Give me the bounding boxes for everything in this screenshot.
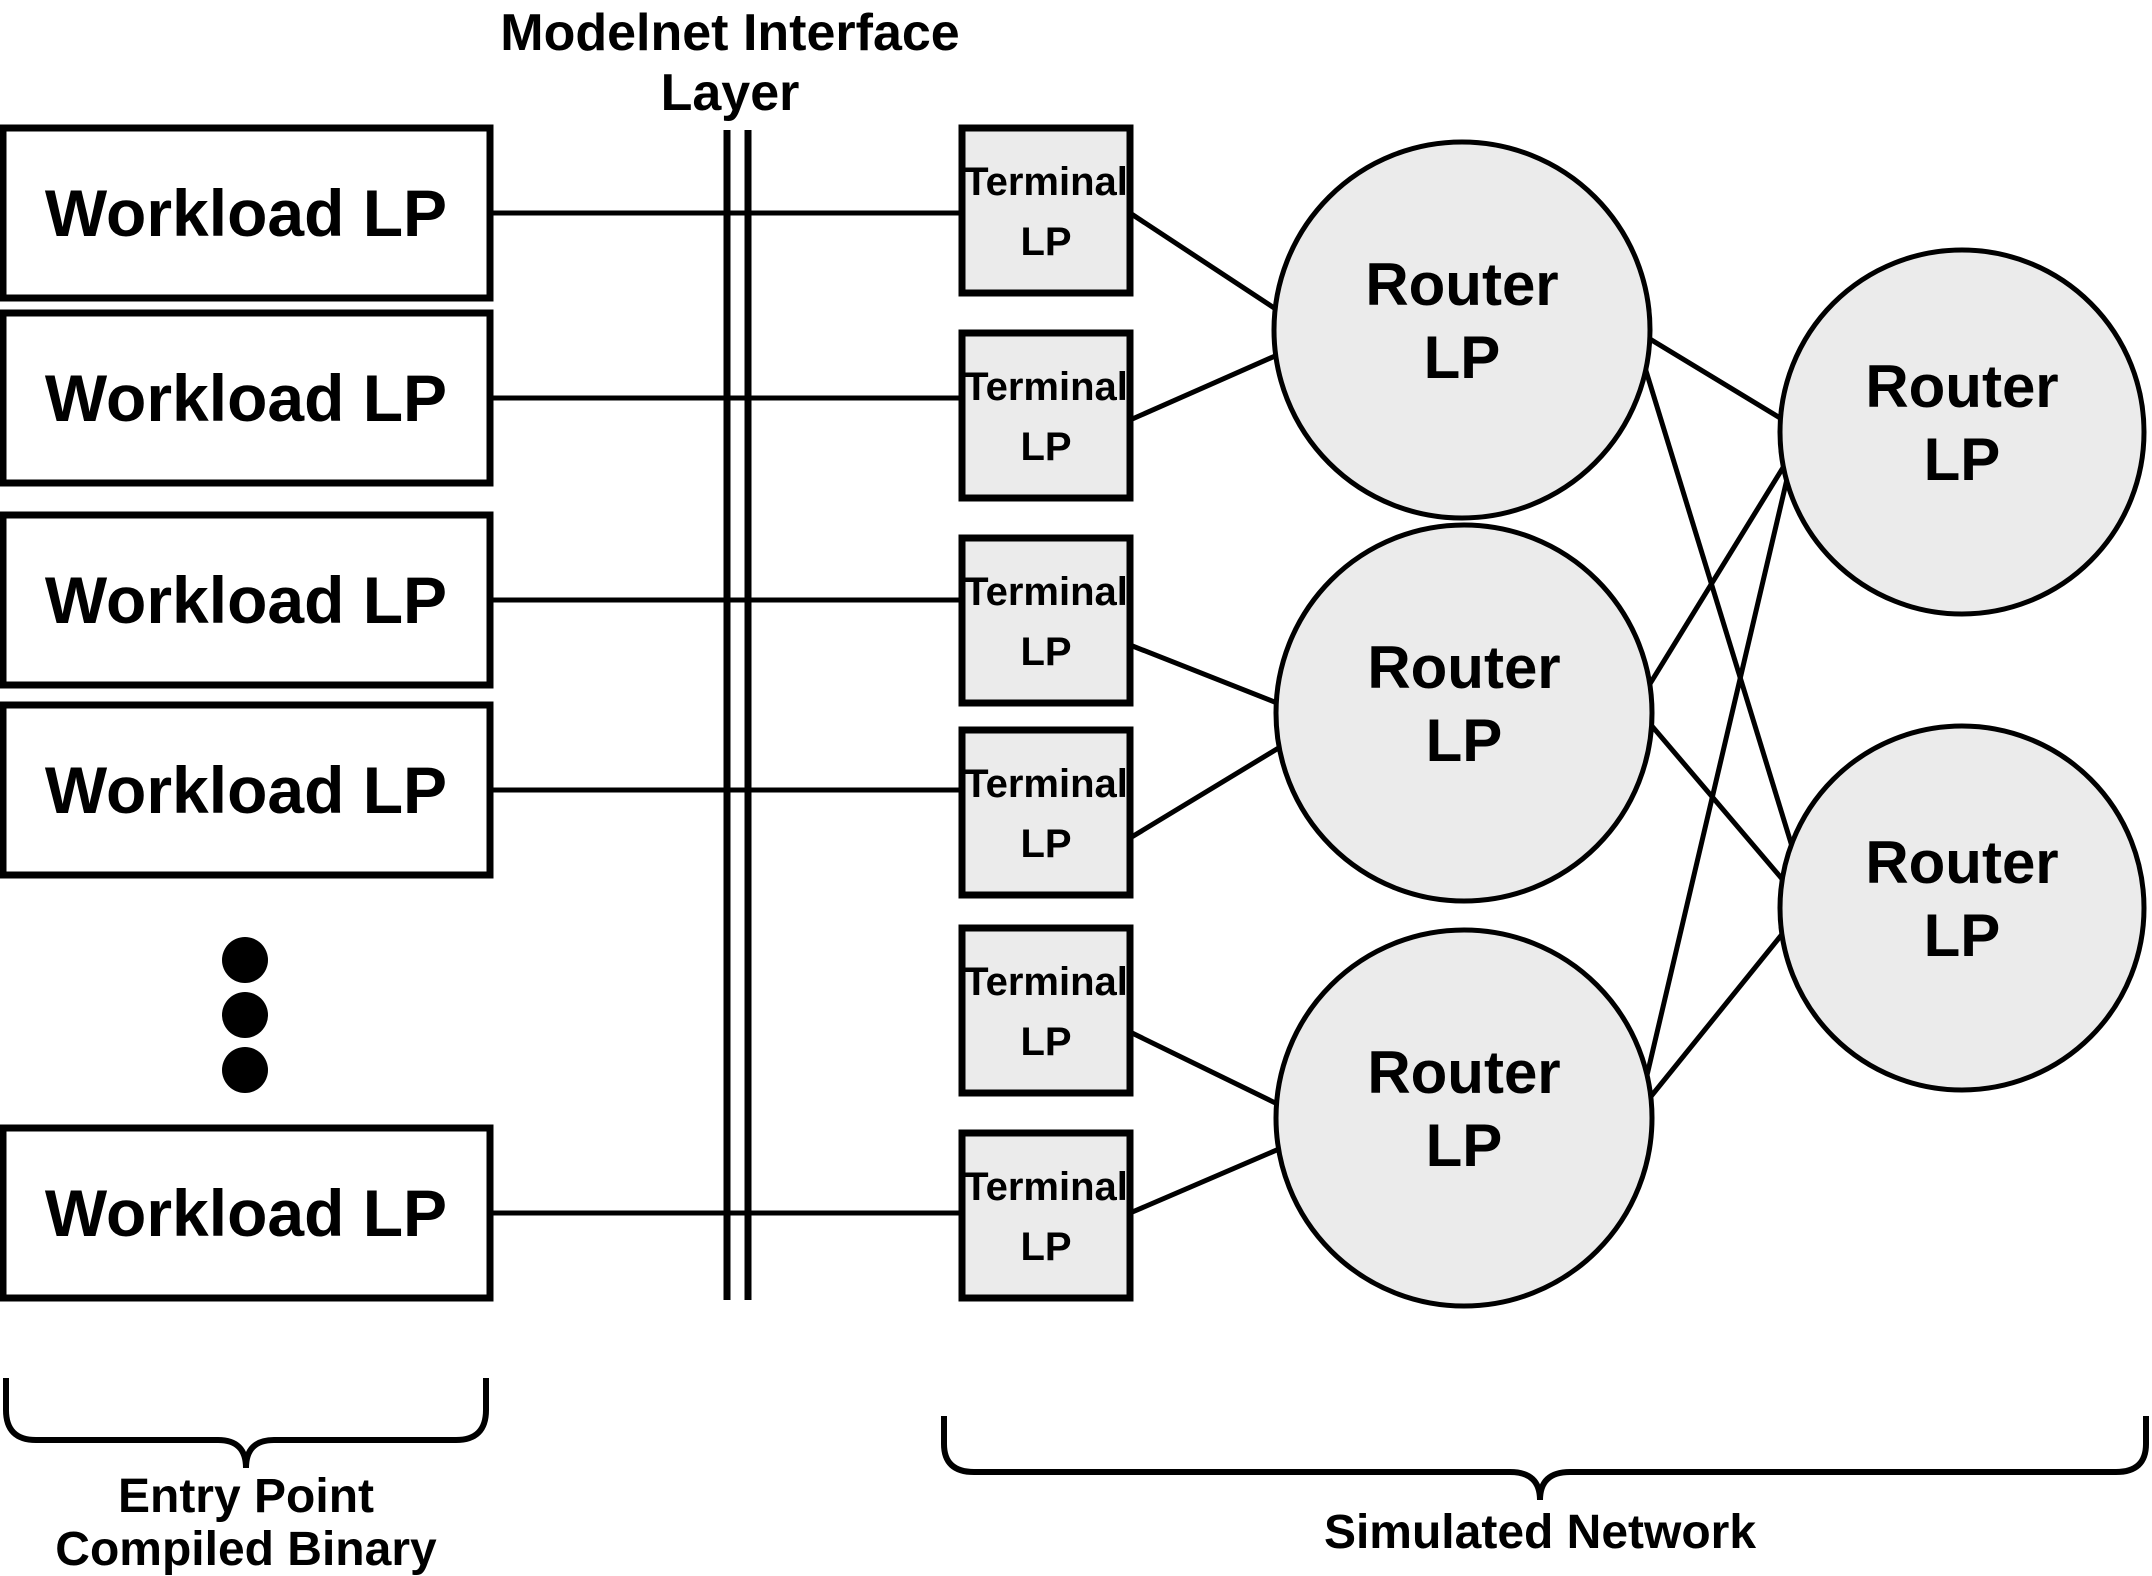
terminal-router-links xyxy=(1128,210,1302,1216)
workload-lp-label-2: Workload LP xyxy=(45,361,447,435)
interface-layer-title-line1: Modelnet Interface xyxy=(500,4,959,62)
terminal-lp-label-3-line2: LP xyxy=(1020,630,1071,674)
terminal-lp-box-3[interactable] xyxy=(958,534,1134,707)
terminal-lp-label-4-line1: Terminal xyxy=(964,762,1128,806)
workload-lp-label-4: Workload LP xyxy=(45,753,447,827)
workload-lp-group: Workload LP Workload LP Workload LP Work… xyxy=(0,124,494,1302)
router-lp-left-circle-3[interactable] xyxy=(1273,927,1655,1309)
link-routerL2-routerR2 xyxy=(1638,710,1802,902)
terminal-lp-node-5[interactable]: Terminal LP xyxy=(958,924,1134,1097)
link-terminal3-router2 xyxy=(1129,642,1301,715)
router-lp-right-circle-1[interactable] xyxy=(1777,247,2147,617)
terminal-lp-node-3[interactable]: Terminal LP xyxy=(958,534,1134,707)
ellipsis-dot-1 xyxy=(222,937,268,983)
terminal-lp-node-2[interactable]: Terminal LP xyxy=(958,329,1134,502)
router-lp-right-label-2-line1: Router xyxy=(1865,829,2058,896)
router-lp-right-group: Router LP Router LP xyxy=(1777,247,2147,1093)
terminal-lp-node-6[interactable]: Terminal LP xyxy=(958,1129,1134,1302)
terminal-lp-box-2[interactable] xyxy=(958,329,1134,502)
terminal-lp-label-2-line1: Terminal xyxy=(964,365,1128,409)
terminal-lp-node-1[interactable]: Terminal LP xyxy=(958,124,1134,297)
workload-lp-label-1: Workload LP xyxy=(45,176,447,250)
router-lp-right-label-1-line2: LP xyxy=(1924,426,2001,493)
router-lp-right-node-1[interactable]: Router LP xyxy=(1777,247,2147,617)
router-lp-left-group: Router LP Router LP Router LP xyxy=(1271,139,1655,1309)
terminal-lp-box-5[interactable] xyxy=(958,924,1134,1097)
router-lp-left-node-3[interactable]: Router LP xyxy=(1273,927,1655,1309)
link-routerL1-routerR1 xyxy=(1633,327,1802,433)
router-lp-left-label-3-line1: Router xyxy=(1367,1039,1560,1106)
terminal-lp-label-6-line1: Terminal xyxy=(964,1165,1128,1209)
caption-simulated-network: Simulated Network xyxy=(1324,1506,1756,1559)
workload-lp-box-3[interactable] xyxy=(0,511,494,689)
terminal-lp-label-1-line1: Terminal xyxy=(964,160,1128,204)
router-lp-left-label-2-line2: LP xyxy=(1426,707,1503,774)
router-lp-left-label-3-line2: LP xyxy=(1426,1112,1503,1179)
terminal-lp-label-1-line2: LP xyxy=(1020,220,1071,264)
terminal-lp-label-3-line1: Terminal xyxy=(964,570,1128,614)
router-lp-right-label-2-line2: LP xyxy=(1924,902,2001,969)
terminal-lp-group: Terminal LP Terminal LP Terminal LP Term… xyxy=(958,124,1134,1302)
interface-layer-title-line2: Layer xyxy=(661,64,800,122)
router-lp-left-node-1[interactable]: Router LP xyxy=(1271,139,1653,521)
workload-lp-box-2[interactable] xyxy=(0,309,494,487)
link-terminal6-router3 xyxy=(1129,1137,1301,1216)
router-interconnect-links xyxy=(1632,327,1813,1112)
workload-lp-label-3: Workload LP xyxy=(45,563,447,637)
link-terminal4-router2 xyxy=(1128,732,1302,841)
workload-lp-box-5[interactable] xyxy=(0,1124,494,1302)
link-terminal5-router3 xyxy=(1128,1029,1302,1118)
link-terminal2-router1 xyxy=(1128,342,1302,423)
terminal-lp-label-4-line2: LP xyxy=(1020,822,1071,866)
workload-lp-box-1[interactable] xyxy=(0,124,494,302)
router-lp-left-label-1-line2: LP xyxy=(1424,324,1501,391)
router-lp-left-circle-1[interactable] xyxy=(1271,139,1653,521)
terminal-lp-box-1[interactable] xyxy=(958,124,1134,297)
link-terminal1-router1 xyxy=(1128,210,1302,328)
ellipsis-dot-3 xyxy=(222,1047,268,1093)
workload-lp-label-5: Workload LP xyxy=(45,1176,447,1250)
caption-entry-point-line1: Entry Point xyxy=(118,1470,374,1523)
router-lp-left-node-2[interactable]: Router LP xyxy=(1273,522,1655,904)
modelnet-interface-layer-lines xyxy=(723,130,752,1300)
terminal-lp-box-4[interactable] xyxy=(958,726,1134,899)
terminal-lp-label-5-line2: LP xyxy=(1020,1020,1071,1064)
workload-lp-node-4[interactable]: Workload LP xyxy=(0,701,494,879)
terminal-lp-node-4[interactable]: Terminal LP xyxy=(958,726,1134,899)
router-lp-right-circle-2[interactable] xyxy=(1777,723,2147,1093)
router-lp-left-circle-2[interactable] xyxy=(1273,522,1655,904)
brace-entry-point xyxy=(3,1378,489,1469)
terminal-lp-label-5-line1: Terminal xyxy=(964,960,1128,1004)
link-routerL2-routerR1 xyxy=(1637,438,1803,702)
router-lp-right-label-1-line1: Router xyxy=(1865,353,2058,420)
terminal-lp-box-6[interactable] xyxy=(958,1129,1134,1302)
router-lp-left-label-1-line1: Router xyxy=(1365,251,1558,318)
workload-lp-node-5[interactable]: Workload LP xyxy=(0,1124,494,1302)
workload-lp-box-4[interactable] xyxy=(0,701,494,879)
caption-entry-point-line2: Compiled Binary xyxy=(55,1523,437,1576)
terminal-lp-label-2-line2: LP xyxy=(1020,425,1071,469)
workload-lp-node-3[interactable]: Workload LP xyxy=(0,511,494,689)
link-routerL3-routerR1 xyxy=(1637,444,1798,1106)
router-lp-left-label-2-line1: Router xyxy=(1367,634,1560,701)
workload-lp-node-1[interactable]: Workload LP xyxy=(0,124,494,302)
brace-simulated-network xyxy=(941,1416,2149,1501)
link-routerL1-routerR2 xyxy=(1632,334,1813,906)
terminal-lp-label-6-line2: LP xyxy=(1020,1225,1071,1269)
ellipsis-dot-2 xyxy=(222,992,268,1038)
router-lp-right-node-2[interactable]: Router LP xyxy=(1777,723,2147,1093)
link-routerL3-routerR2 xyxy=(1638,910,1802,1112)
workload-ellipsis-icon xyxy=(222,937,268,1093)
workload-lp-node-2[interactable]: Workload LP xyxy=(0,309,494,487)
